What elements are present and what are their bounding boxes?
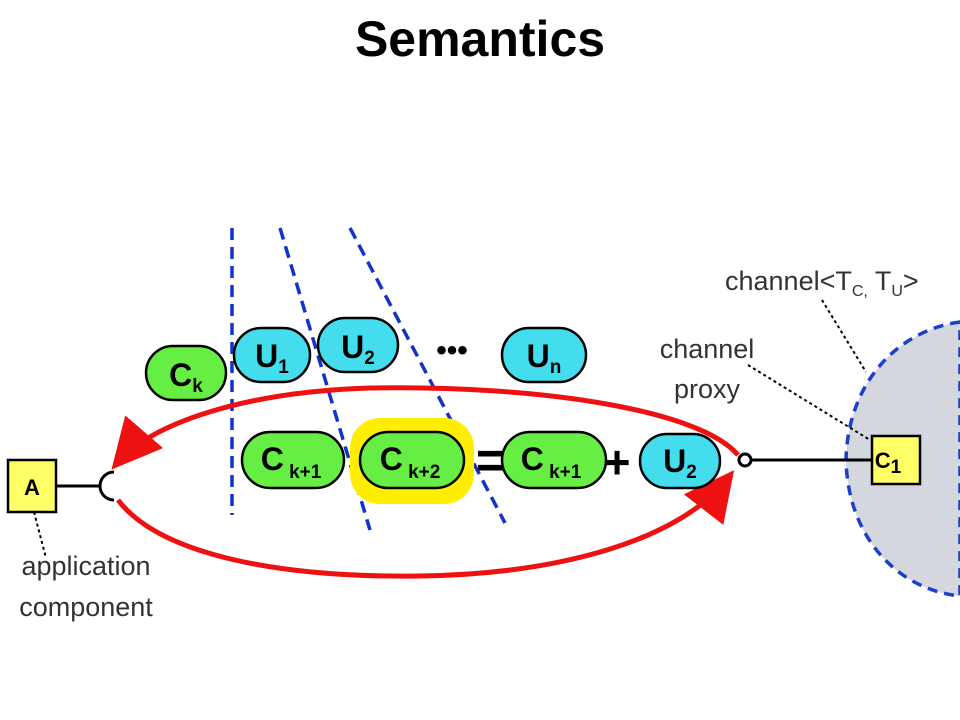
application-label-line1: application: [21, 551, 150, 581]
svg-text:Ck: Ck: [169, 357, 203, 397]
svg-text:Un: Un: [527, 338, 562, 378]
svg-text:C k+1: C k+1: [261, 441, 322, 483]
proxy-endpoint: [737, 452, 753, 468]
dashed-line-2: [278, 227, 372, 531]
plus-sign: +: [604, 436, 631, 488]
red-arrow-bottom: [116, 470, 735, 579]
svg-text:U1: U1: [255, 338, 289, 378]
app-component-box[interactable]: [6, 458, 58, 514]
application-label-line2: component: [19, 592, 153, 622]
app-socket: [98, 470, 115, 502]
pill-u2-bottom[interactable]: U2: [638, 432, 722, 490]
app-component-label: A: [24, 475, 40, 500]
pill-u1[interactable]: U1: [232, 326, 312, 384]
leader-channel-proxy: [747, 364, 871, 441]
svg-text:C k+1: C k+1: [521, 441, 582, 483]
channel-proxy-label-line2: proxy: [674, 374, 741, 404]
slide-title: Semantics: [354, 11, 606, 67]
svg-text:U2: U2: [341, 329, 375, 369]
ellipsis: •••: [436, 334, 468, 367]
pill-ck2[interactable]: C k+2: [358, 430, 466, 490]
svg-text:C k+2: C k+2: [380, 441, 441, 483]
pill-ck[interactable]: Ck: [144, 344, 228, 402]
channel-box[interactable]: [870, 434, 922, 486]
red-arrow-top: [111, 385, 740, 470]
channel-type-label: channel<TC, TU>: [725, 266, 919, 300]
pill-un[interactable]: Un: [500, 326, 588, 384]
leader-application: [33, 511, 47, 559]
leader-channel-type: [821, 299, 867, 373]
channel-box-label: C1: [875, 448, 902, 478]
pill-ck1-left[interactable]: C k+1: [240, 430, 346, 490]
dashed-line-3: [348, 227, 507, 524]
pill-u2[interactable]: U2: [316, 316, 400, 374]
channel-proxy-label-line1: channel: [660, 334, 755, 364]
svg-text:U2: U2: [663, 443, 697, 483]
pill-ck1-right[interactable]: C k+1: [500, 430, 608, 490]
